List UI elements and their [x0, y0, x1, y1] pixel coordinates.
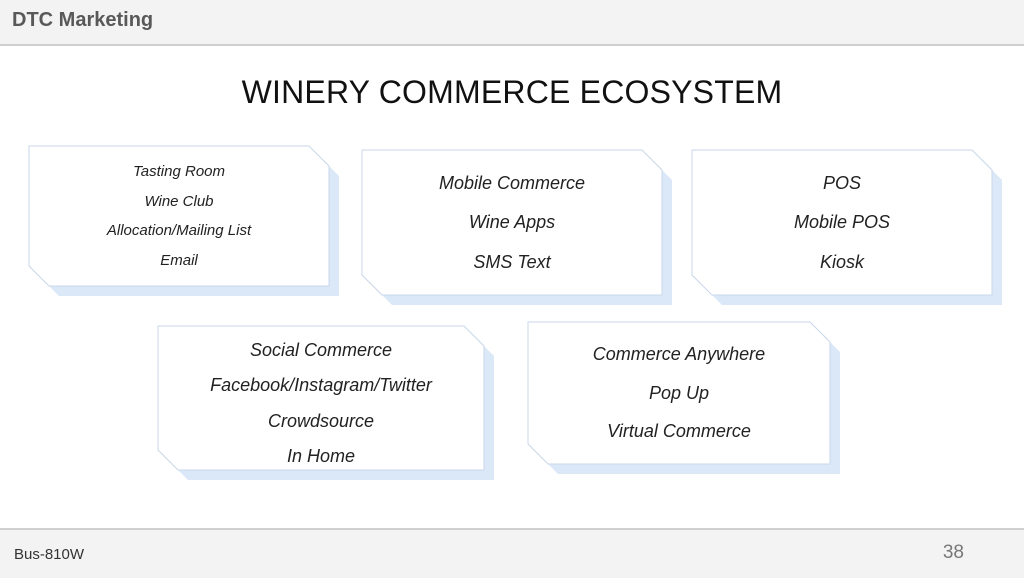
card-text: Mobile Commerce Wine Apps SMS Text [362, 150, 662, 295]
card-line: Mobile Commerce [438, 172, 586, 193]
section-title: DTC Marketing [12, 9, 154, 31]
card-line: Facebook/Instagram/Twitter [210, 375, 432, 396]
card-line: Pop Up [648, 382, 710, 403]
card-text: POS Mobile POS Kiosk [692, 150, 992, 295]
card-shape [157, 325, 494, 480]
card-line: Mobile POS [793, 212, 891, 232]
card-pos: POS Mobile POS Kiosk [691, 149, 1004, 305]
card-text: Tasting Room Wine Club Allocation/Mailin… [29, 146, 329, 286]
header-bar: DTC Marketing [0, 0, 1024, 46]
card-line: Wine Club [144, 192, 214, 210]
card-line: Social Commerce [249, 340, 393, 361]
slide-title: WINERY COMMERCE ECOSYSTEM [241, 74, 783, 110]
card-commerce-anywhere: Commerce Anywhere Pop Up Virtual Commerc… [527, 321, 846, 476]
card-line: Crowdsource [267, 410, 375, 431]
card-text: Social Commerce Facebook/Instagram/Twitt… [158, 326, 484, 481]
card-line: Wine Apps [468, 212, 556, 232]
card-line: SMS Text [473, 251, 551, 272]
card-face [527, 321, 831, 465]
card-mobile-commerce: Mobile Commerce Wine Apps SMS Text [361, 149, 674, 305]
card-line: POS [822, 172, 861, 193]
card-face [361, 149, 663, 296]
card-line: Email [160, 252, 198, 270]
course-code: Bus-810W [14, 546, 85, 563]
page-number: 38 [942, 542, 964, 563]
footer-bar: Bus-810W 38 [0, 528, 1024, 578]
card-line: Commerce Anywhere [592, 343, 766, 364]
card-line: Virtual Commerce [607, 421, 751, 442]
card-shape [527, 321, 840, 474]
card-face [157, 325, 485, 471]
card-direct-channels: Tasting Room Wine Club Allocation/Mailin… [28, 145, 341, 298]
card-shape [361, 149, 672, 305]
card-text: Commerce Anywhere Pop Up Virtual Commerc… [528, 322, 830, 464]
card-social-commerce: Social Commerce Facebook/Instagram/Twitt… [157, 325, 496, 482]
card-line: Tasting Room [133, 162, 225, 180]
card-shape [28, 145, 339, 296]
card-face [28, 145, 330, 287]
card-face [691, 149, 993, 296]
card-shape [691, 149, 1002, 305]
card-line: Kiosk [819, 251, 864, 272]
card-line: In Home [286, 445, 356, 466]
card-line: Allocation/Mailing List [106, 222, 252, 240]
